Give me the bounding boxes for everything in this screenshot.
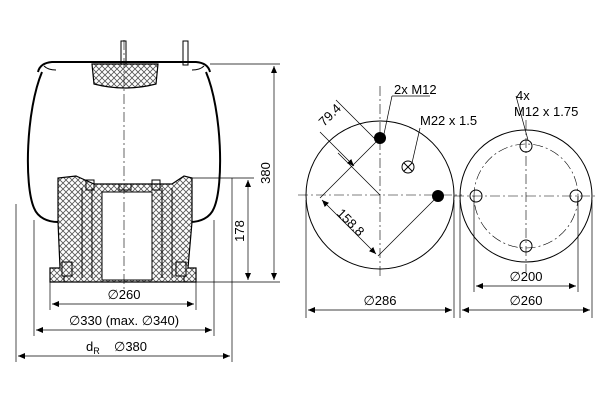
bottom-dia-outer-label: ∅260 (509, 293, 542, 308)
dim-dia-plate: ∅330 (max. ∅340) (36, 313, 212, 333)
bolt-hole-icon (519, 139, 533, 153)
callout-air-port: M22 x 1.5 (420, 113, 477, 128)
callout-thread: M12 x 1.75 (514, 104, 578, 119)
dia-effective-prefix: d (86, 339, 93, 354)
dia-effective-label: ∅380 (114, 339, 147, 354)
top-dia-outer-label: ∅286 (363, 293, 396, 308)
dim-height-total: 380 (196, 63, 280, 283)
dia-piston-label: ∅260 (107, 287, 140, 302)
dia-plate-label: ∅330 (max. ∅340) (69, 313, 179, 328)
side-view: 380 178 ∅260 ∅330 (max. ∅340) (15, 40, 280, 362)
bellows (26, 71, 59, 223)
dim-offset-label: 79.4 (316, 101, 345, 130)
callout-count: 4x (516, 88, 530, 103)
bolt-hole-icon (569, 189, 583, 203)
piston-core (101, 191, 153, 281)
air-port-icon (401, 160, 415, 174)
bolt-hole-icon (519, 239, 533, 253)
dia-effective-subscript: R (93, 346, 100, 356)
dim-dia-piston: ∅260 (52, 287, 194, 307)
dim-spacing-label: 158.8 (334, 206, 368, 240)
bolt-circle-label: ∅200 (509, 269, 542, 284)
svg-text:dR: dR (86, 339, 100, 356)
top-insert (91, 63, 159, 89)
top-plate-view: 2x M12 M22 x 1.5 79.4 158.8 ∅286 (298, 82, 477, 318)
height-total-label: 380 (258, 162, 273, 184)
dim-height-piston: 178 (192, 177, 254, 280)
bottom-plate-view: 4x M12 x 1.75 ∅200 ∅260 (454, 88, 598, 318)
dim-dia-effective: dR ∅380 (18, 339, 230, 359)
height-piston-label: 178 (232, 220, 247, 242)
bolt-hole-icon (469, 189, 483, 203)
callout-bolts: 2x M12 (394, 82, 437, 97)
